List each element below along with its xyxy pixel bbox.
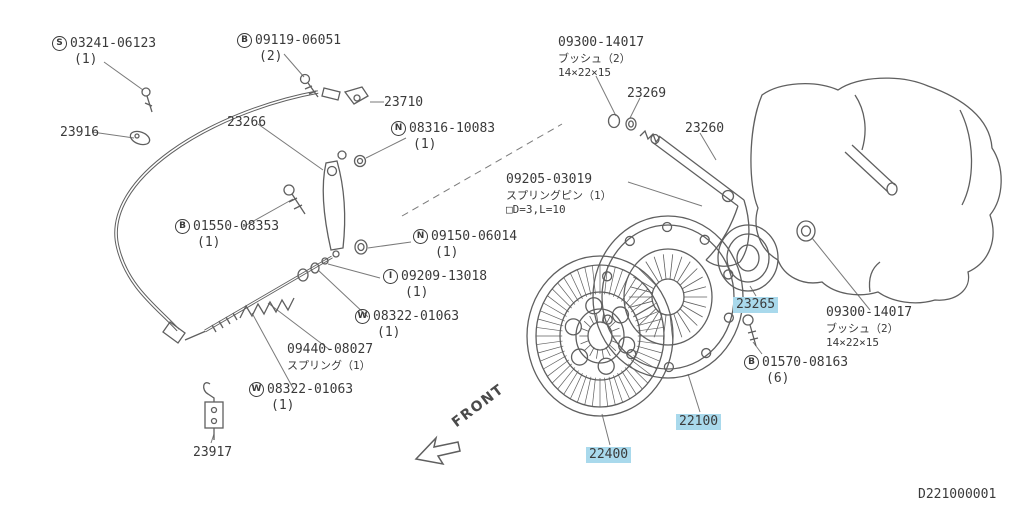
part-label-22400-highlighted[interactable]: 22400 bbox=[586, 447, 632, 463]
bushing-09300a bbox=[607, 113, 621, 129]
spring-pin-09205 bbox=[639, 129, 661, 144]
part-label-23266: 23266 bbox=[227, 115, 267, 130]
clevis-23710 bbox=[321, 87, 341, 101]
lever-23266 bbox=[322, 160, 346, 251]
front-arrow-icon bbox=[414, 435, 461, 466]
diagram-id: D221000001 bbox=[918, 487, 997, 502]
clutch-cover-22100 bbox=[592, 215, 744, 379]
part-label-23269: 23269 bbox=[627, 86, 667, 101]
cable-end bbox=[162, 321, 186, 344]
bolt-01550 bbox=[283, 184, 295, 196]
part-label-23917: 23917 bbox=[193, 445, 233, 460]
bolt-01570 bbox=[742, 314, 754, 326]
part-label-22100-highlighted[interactable]: 22100 bbox=[676, 414, 722, 430]
prefix-b-icon: B bbox=[237, 33, 252, 49]
prefix-i-icon: I bbox=[383, 269, 398, 285]
clutch-cable bbox=[114, 90, 319, 332]
prefix-n-icon: N bbox=[391, 121, 406, 137]
return-spring bbox=[239, 297, 295, 319]
nut-08316 bbox=[353, 154, 367, 168]
part-label-09300-14017-right: 09300-14017 ブッシュ（2） 14×22×15 bbox=[826, 305, 913, 349]
prefix-b-icon: B bbox=[175, 219, 190, 235]
release-bearing-23265 bbox=[717, 224, 779, 292]
part-label-09440-08027: 09440-08027 スプリング（1） bbox=[287, 342, 374, 372]
part-label-23916: 23916 bbox=[60, 125, 100, 140]
part-label-23265-highlighted[interactable]: 23265 bbox=[733, 297, 779, 313]
prefix-b-icon: B bbox=[744, 355, 759, 371]
prefix-w-icon: W bbox=[249, 382, 264, 398]
leader-lines bbox=[91, 53, 871, 446]
screw-head bbox=[141, 87, 151, 97]
hook-23917 bbox=[203, 382, 215, 402]
part-label-09205-03019: 09205-03019 スプリングピン（1） □D=3,L=10 bbox=[506, 172, 612, 216]
prefix-n-icon: N bbox=[413, 229, 428, 245]
clutch-disc-22400 bbox=[526, 255, 674, 417]
part-label-23710: 23710 bbox=[384, 95, 424, 110]
prefix-s-icon: S bbox=[52, 36, 67, 52]
part-label-23260: 23260 bbox=[685, 121, 725, 136]
part-label-09300-14017-top: 09300-14017 ブッシュ（2） 14×22×15 bbox=[558, 35, 645, 79]
fork-23260 bbox=[651, 141, 739, 207]
transmission-case bbox=[750, 77, 1002, 304]
pivot-09150 bbox=[354, 239, 368, 255]
prefix-w-icon: W bbox=[355, 309, 370, 325]
bolt-09119 bbox=[299, 73, 311, 85]
cable-clip bbox=[129, 130, 151, 146]
